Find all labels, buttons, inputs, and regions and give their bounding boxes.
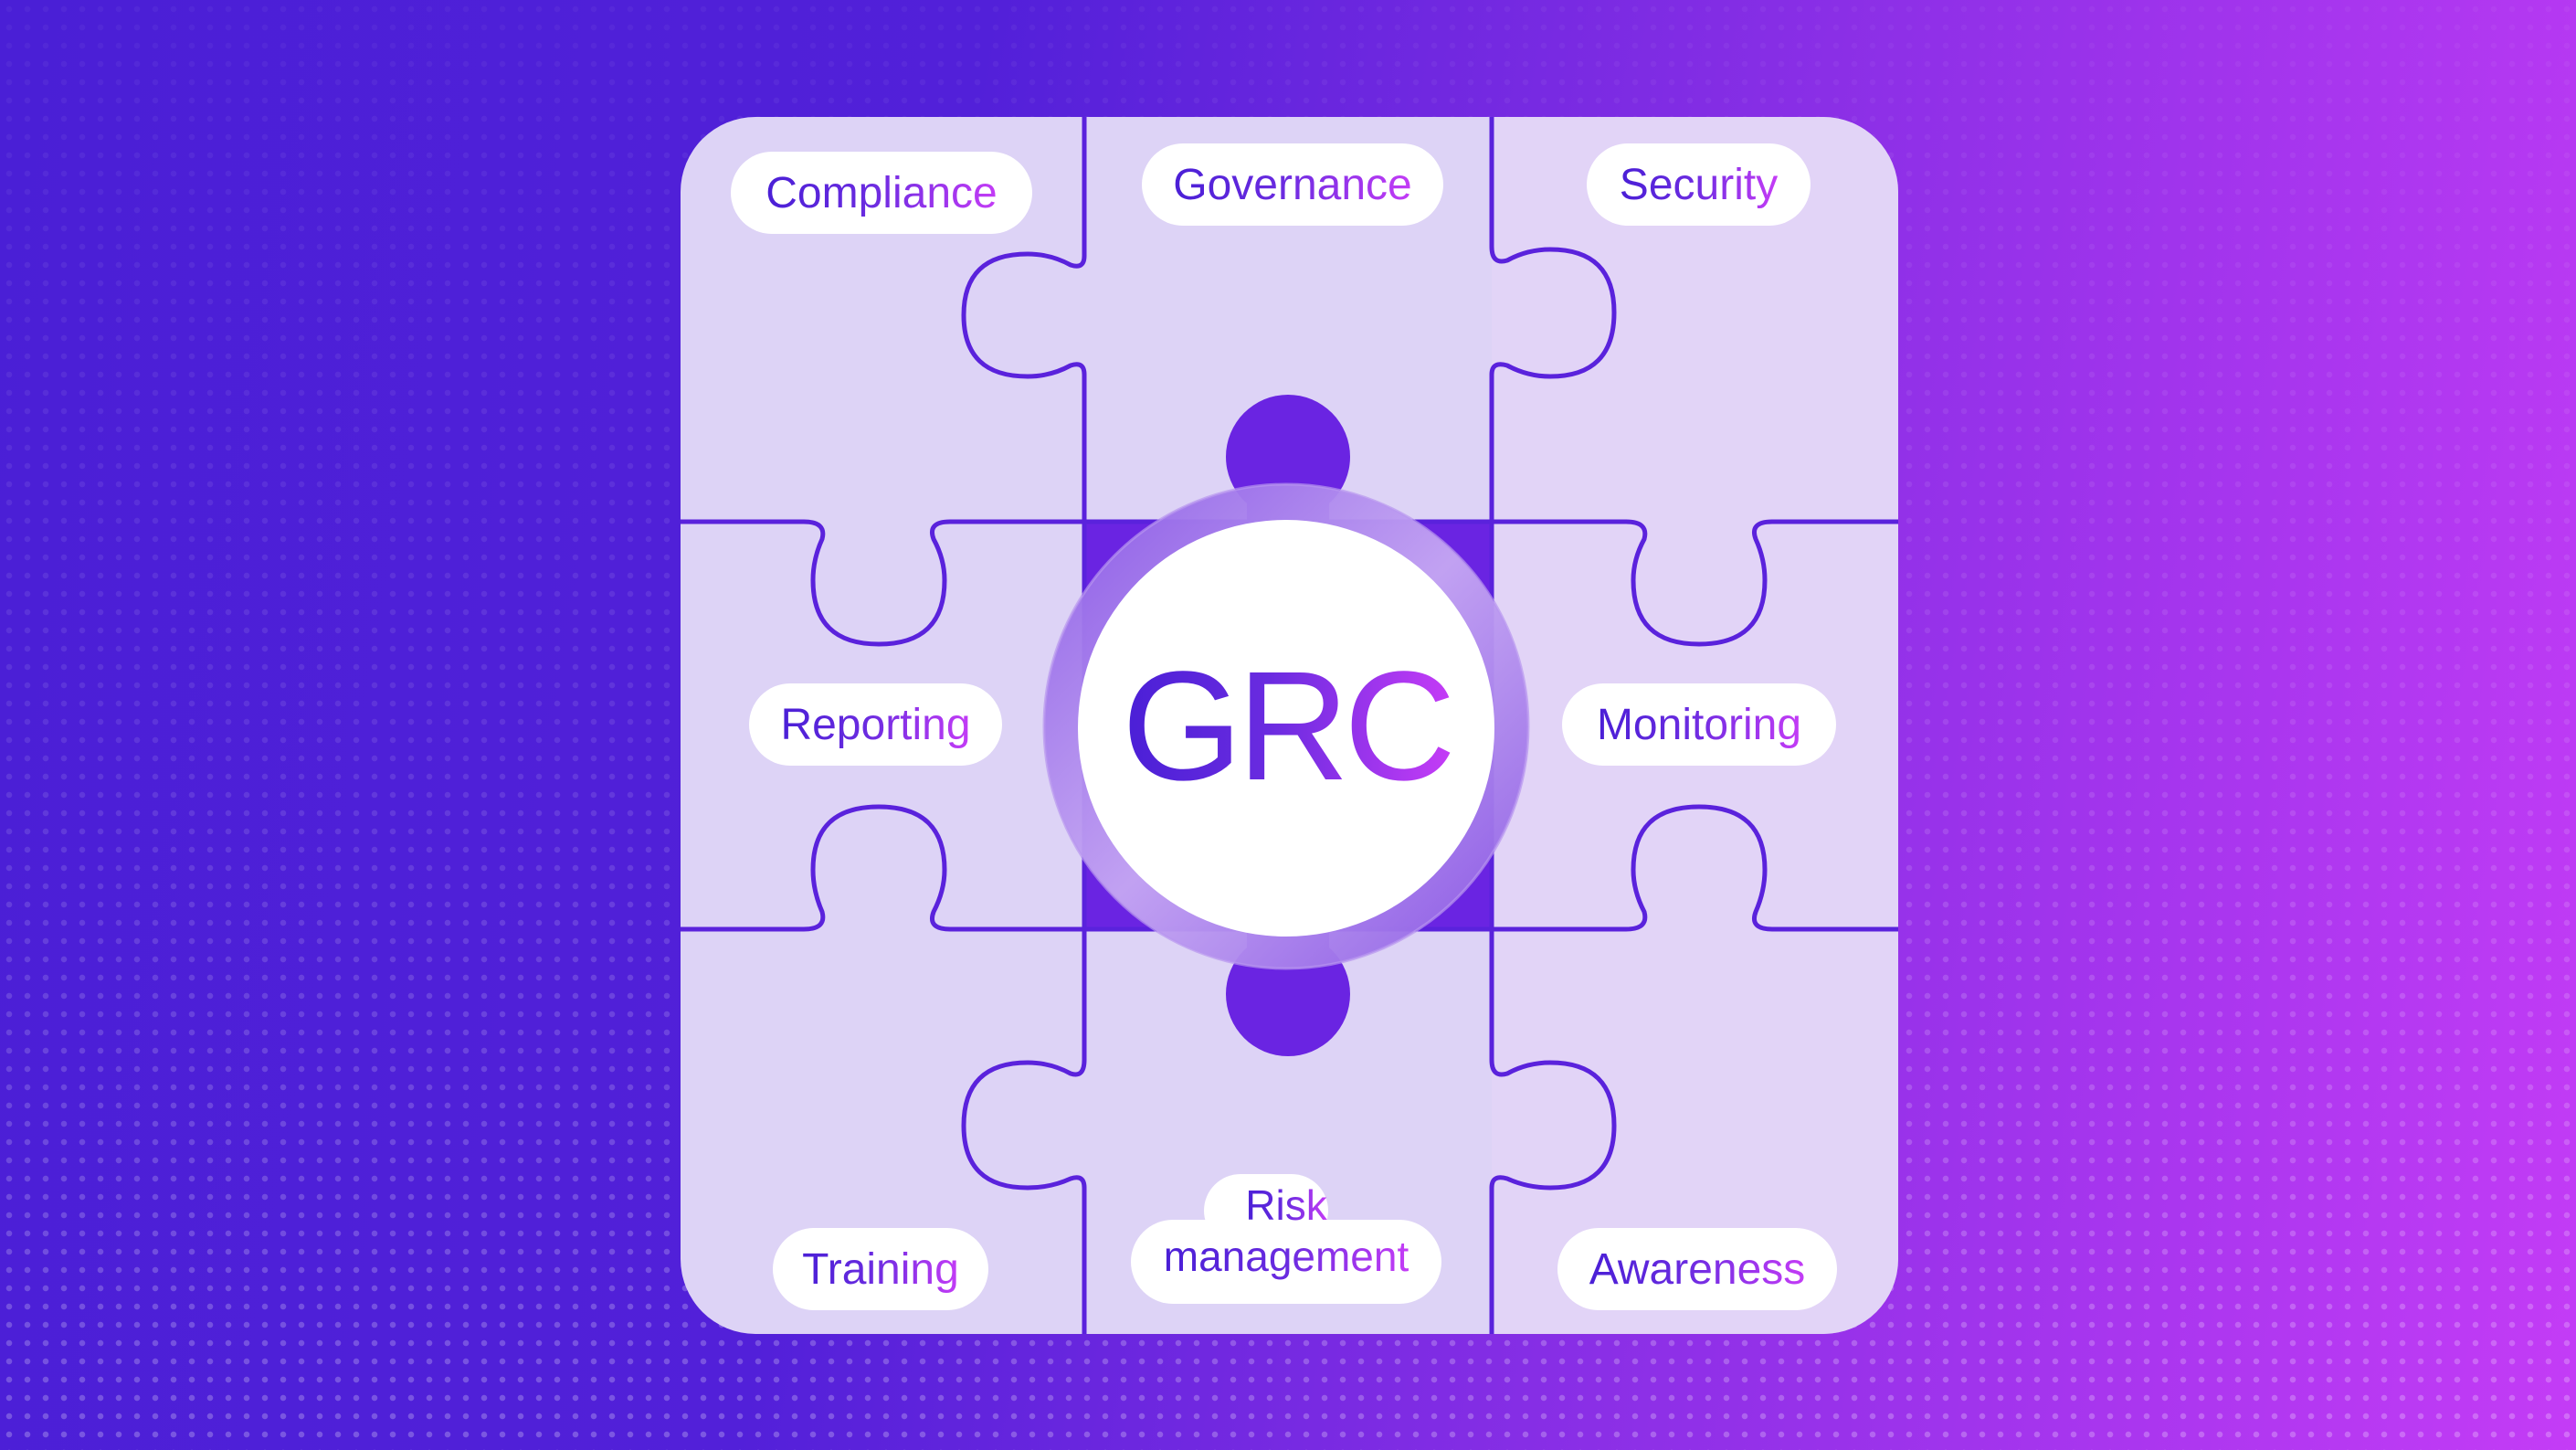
- center-circle: [1078, 520, 1494, 937]
- label-compliance: Compliance: [731, 152, 1032, 234]
- risk-label-line2: management: [1163, 1233, 1409, 1280]
- risk-label-line1: Risk: [1245, 1181, 1327, 1229]
- label-reporting: Reporting: [749, 683, 1002, 766]
- label-bg-bottom: [1131, 1220, 1441, 1304]
- label-awareness: Awareness: [1557, 1228, 1837, 1310]
- label-governance: Governance: [1142, 143, 1443, 226]
- label-security: Security: [1587, 143, 1811, 226]
- label-risk-management: Risk management: [1131, 1174, 1441, 1311]
- label-training: Training: [773, 1228, 988, 1310]
- label-monitoring: Monitoring: [1562, 683, 1836, 766]
- center-grc-label: GRC: [1078, 635, 1494, 818]
